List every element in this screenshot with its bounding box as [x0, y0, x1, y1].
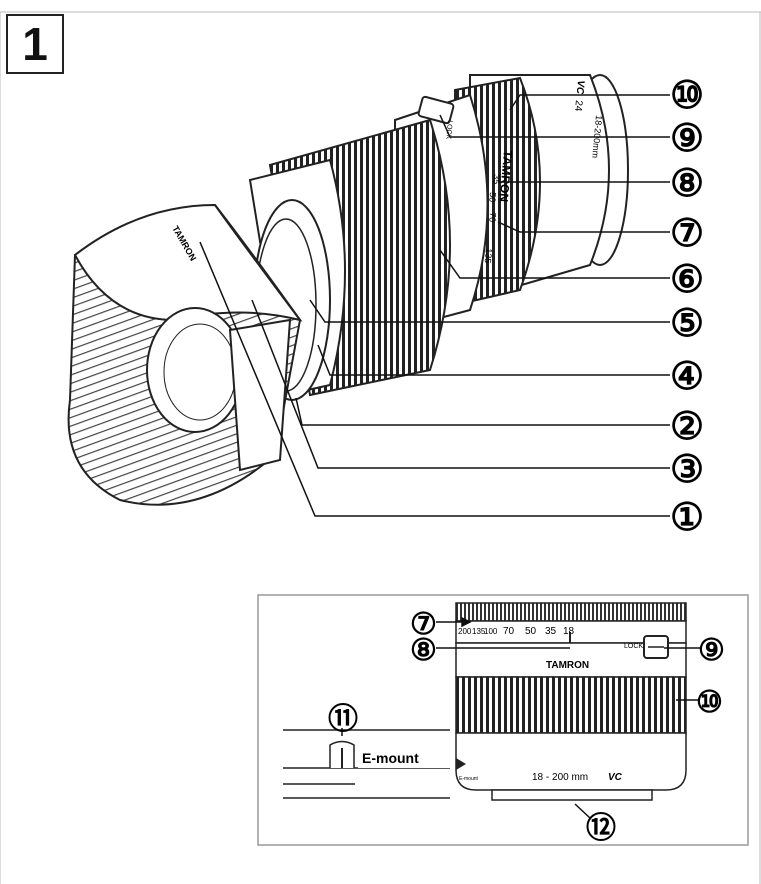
- leader-7: [497, 221, 670, 233]
- inset-focal-35: 35: [545, 626, 557, 637]
- callout-numbers: ⑩ ⑨ ⑧ ⑦ ⑥ ⑤ ④ ② ③ ①: [670, 75, 704, 539]
- hood-top-petal: [73, 203, 303, 322]
- focal-24-text: 24: [572, 100, 584, 112]
- callout-2: ②: [670, 406, 704, 448]
- inset-callout-9: ⑨: [698, 634, 725, 667]
- callout-7: ⑦: [670, 213, 704, 255]
- inset-focal-70: 70: [503, 626, 515, 637]
- inset-lock-text: LOCK: [624, 643, 643, 650]
- front-element: [146, 307, 244, 433]
- inset-callout-12: ⑫: [586, 812, 616, 845]
- callout-5: ⑤: [670, 303, 704, 345]
- leader-5: [309, 299, 670, 323]
- inset-focal-200: 200: [458, 627, 472, 636]
- inset-callout-8: ⑧: [410, 634, 437, 667]
- hood-mount-tab: [228, 318, 292, 472]
- inset-callout-11: ⑪: [328, 703, 358, 736]
- lens-illustration: TAMRON TAMRON LOCK 24 35 50 70 135 18-20…: [67, 74, 629, 506]
- inset-brand-text: TAMRON: [546, 660, 589, 671]
- callout-lines: [199, 94, 670, 517]
- inset-leader-12: [574, 803, 591, 819]
- inset-focal-50: 50: [525, 626, 537, 637]
- inset-top-ribs: [455, 602, 687, 622]
- focal-70-text: 70: [487, 212, 498, 223]
- inset-mount-index: [456, 758, 466, 770]
- callout-6: ⑥: [670, 259, 704, 301]
- inset-vc-text: VC: [608, 772, 623, 783]
- inset-lower-body: [455, 732, 687, 791]
- callout-1: ①: [670, 497, 704, 539]
- inset-rear-mount: [491, 789, 653, 801]
- leader-9: [439, 114, 670, 138]
- inset-focal-100: 100: [484, 627, 498, 636]
- callout-4: ④: [670, 356, 704, 398]
- zoom-lock-switch: [417, 95, 455, 125]
- emount-detail: E-mount: [283, 729, 450, 799]
- inset-focal-18: 18: [563, 626, 575, 637]
- callout-3: ③: [670, 449, 704, 491]
- callout-10: ⑩: [670, 75, 704, 117]
- leader-3: [251, 299, 670, 469]
- inset-focal-135: 135: [472, 627, 486, 636]
- callout-8: ⑧: [670, 163, 704, 205]
- inset-zoom-ring: [455, 676, 687, 734]
- leader-6: [439, 249, 670, 279]
- lock-text: LOCK: [444, 120, 453, 140]
- focal-50-text: 50: [487, 192, 498, 203]
- leader-2: [295, 397, 670, 426]
- inset-arrow-7: [461, 616, 472, 628]
- figure-number: 1: [6, 14, 64, 74]
- barrel-brand-text: TAMRON: [496, 150, 514, 203]
- emount-label-box: [358, 746, 450, 768]
- leader-10: [509, 94, 670, 111]
- vc-badge-text: VC: [574, 80, 586, 96]
- inset-callout-10: ⑩: [696, 686, 723, 719]
- inset-callout-7: ⑦: [410, 608, 437, 641]
- leader-4: [317, 344, 670, 376]
- callout-9: ⑨: [670, 118, 704, 160]
- emount-label-text: E-mount: [362, 750, 419, 766]
- inset-model-text: 18 - 200 mm: [532, 772, 588, 783]
- focal-35-text: 35: [491, 174, 502, 185]
- inset-panel: 200 135 100 70 50 35 18 LOCK TAMRON 18 -…: [257, 594, 749, 846]
- inset-mount-small-text: E-mount: [459, 776, 479, 782]
- inset-leaders: [341, 616, 700, 819]
- focal-135-text: 135: [483, 248, 494, 264]
- leader-1: [199, 241, 670, 517]
